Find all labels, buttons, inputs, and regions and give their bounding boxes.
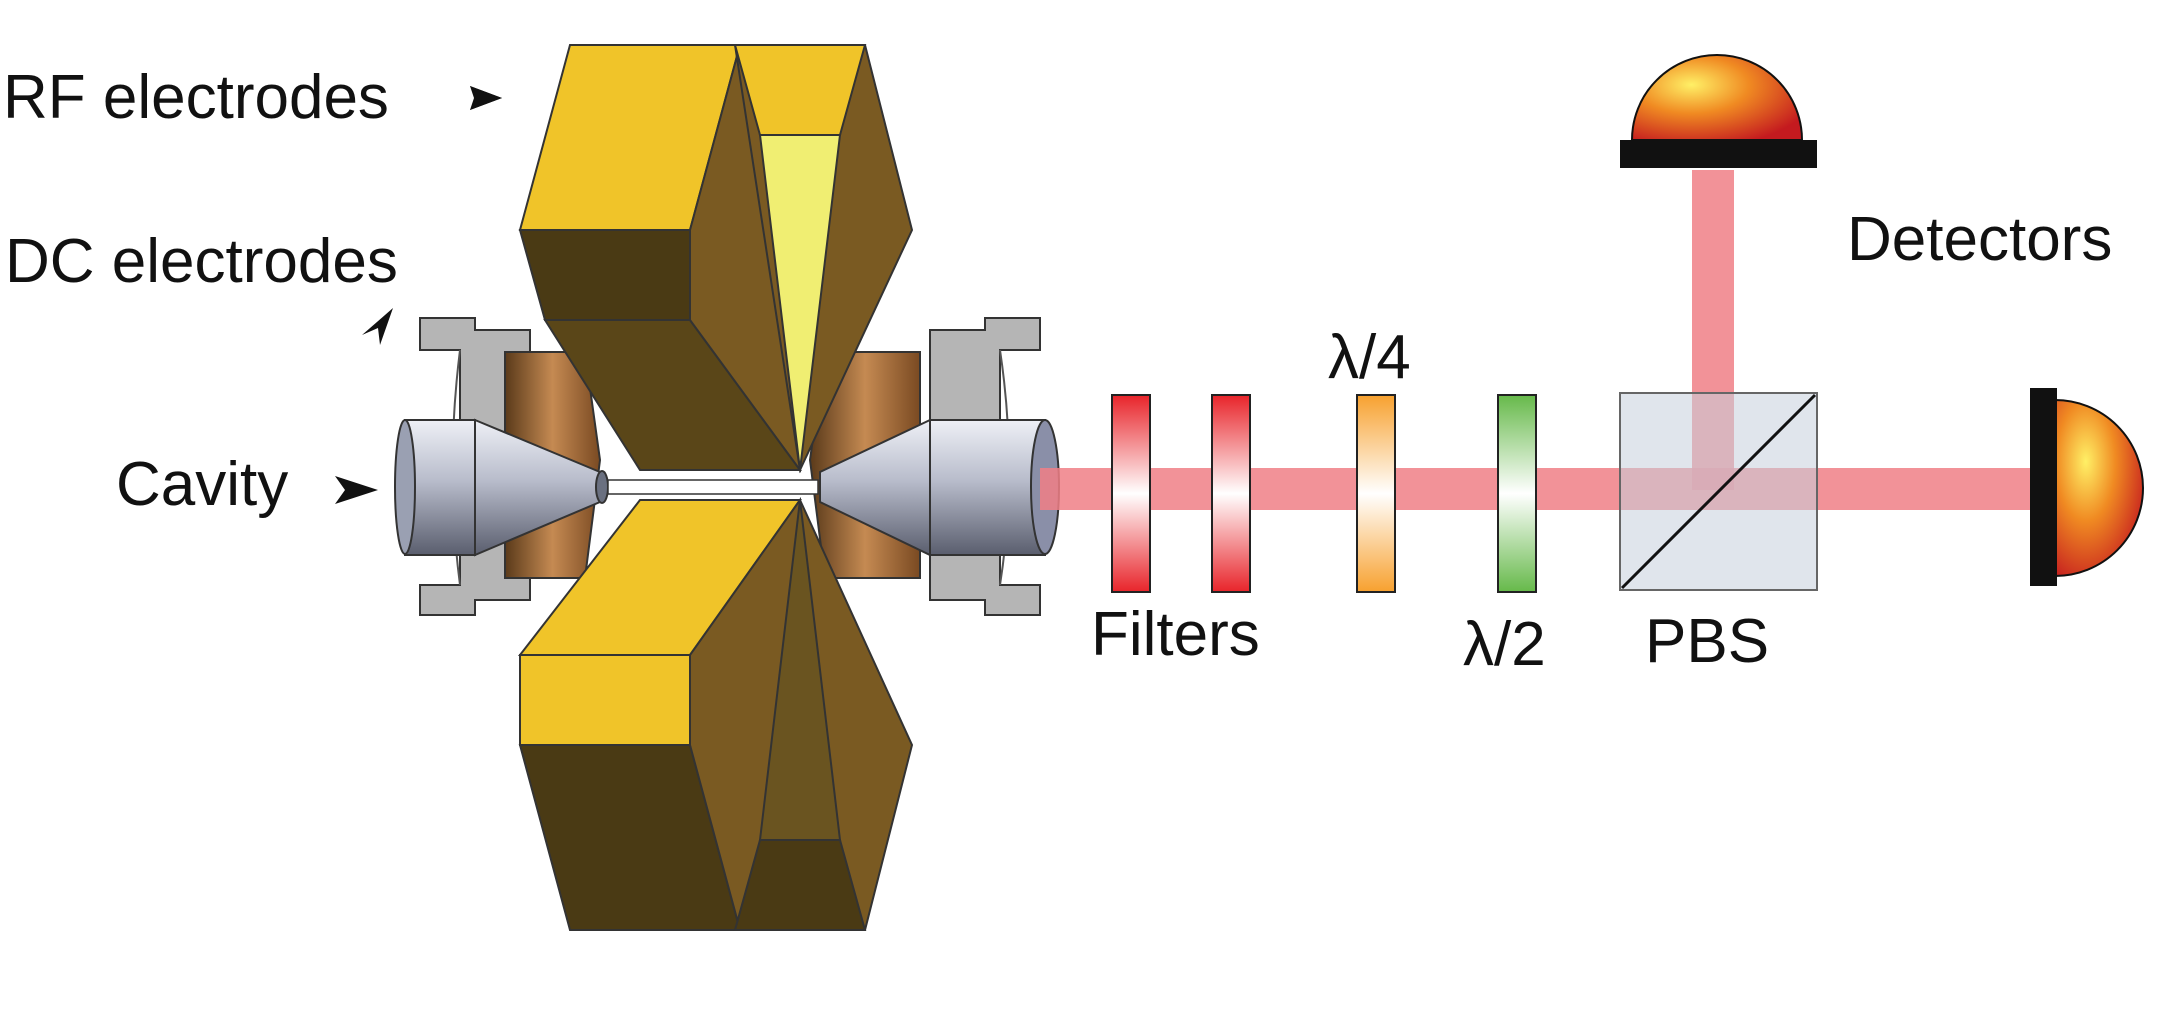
rf-electrode-upper: [518, 44, 914, 474]
label-detectors: Detectors: [1847, 205, 2112, 274]
arrow-cavity: [335, 476, 378, 504]
cavity-mirror-right: [819, 418, 1060, 557]
quarter-waveplate: [1356, 394, 1396, 593]
ion-trap-assembly: [394, 44, 1060, 931]
label-pbs: PBS: [1645, 607, 1769, 676]
label-quarter-wave: λ/4: [1328, 323, 1411, 392]
rf-electrode-lower: [517, 496, 914, 931]
cavity-mirror-left: [394, 418, 609, 557]
detector-right: [2030, 388, 2144, 586]
label-rf-electrodes: RF electrodes: [3, 63, 389, 132]
cavity-gap: [607, 479, 819, 495]
arrow-dc-electrodes: [362, 308, 393, 345]
label-filters: Filters: [1091, 600, 1260, 669]
polarizing-beam-splitter: [1619, 392, 1818, 591]
label-cavity: Cavity: [116, 450, 288, 519]
label-dc-electrodes: DC electrodes: [5, 227, 398, 296]
detector-top: [1620, 54, 1817, 168]
filter-1: [1111, 394, 1151, 593]
label-half-wave: λ/2: [1463, 610, 1546, 679]
arrow-rf-electrodes-head: [470, 86, 502, 110]
filter-2: [1211, 394, 1251, 593]
half-waveplate: [1497, 394, 1537, 593]
